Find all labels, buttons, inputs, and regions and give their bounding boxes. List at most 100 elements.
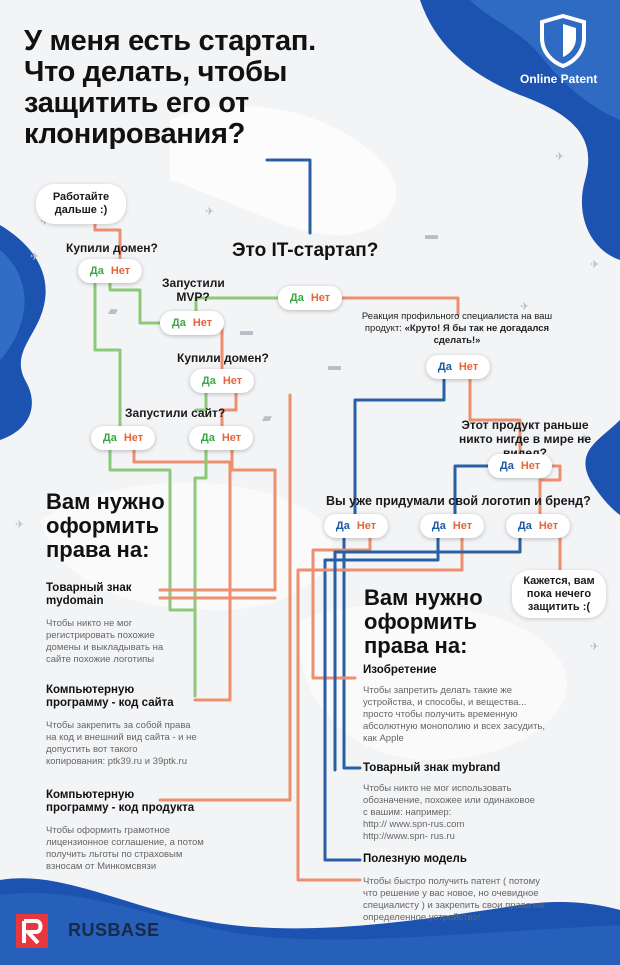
connector-p3-yes (333, 535, 522, 772)
launched-site-no[interactable]: Нет (123, 432, 144, 444)
connector-neverseen-no (534, 464, 562, 519)
bought-domain-question: Купили домен? (66, 241, 158, 255)
reaction-yes[interactable]: Да (437, 361, 452, 373)
item-desc-line: устройства, и способы, и вещества... (363, 697, 527, 708)
right-rights-item-invention: Изобретение Чтобы запретить делать такие… (363, 664, 578, 745)
rusbase-logo-icon (16, 914, 48, 948)
connector-reaction-no (468, 377, 522, 457)
start-question: Это IT-стартап? (232, 240, 379, 261)
launched-site-pill-2: Да Нет (189, 426, 253, 450)
bought-domain-2-no[interactable]: Нет (222, 375, 243, 387)
tank-icon: ▬ (328, 358, 341, 373)
launched-site-no-2[interactable]: Нет (221, 432, 242, 444)
right-rights-title: Вам нужно оформить права на: (364, 586, 483, 658)
connector-site2-no (158, 448, 277, 592)
plane-icon: ✈ (555, 151, 565, 163)
logo-brand-pill-3: Да Нет (506, 514, 570, 538)
bought-domain-yes[interactable]: Да (89, 265, 104, 277)
plane-icon: ✈ (520, 301, 530, 313)
tank-icon: ▬ (425, 227, 438, 242)
reaction-pill: Да Нет (426, 355, 490, 379)
logo-brand-no-1[interactable]: Нет (356, 520, 377, 532)
start-yes[interactable]: Да (289, 292, 304, 304)
reaction-intro: Реакция профильного специалиста на ваш п… (361, 311, 553, 334)
item-desc-line: определенное устройство! (363, 912, 481, 923)
plane-icon: ✈ (40, 216, 50, 228)
never-seen-pill: Да Нет (488, 454, 552, 478)
item-desc: Чтобы закрепить за собой права на код и … (46, 720, 256, 768)
bought-domain-pill: Да Нет (78, 259, 142, 283)
item-desc: Чтобы оформить грамотное лицензионное со… (46, 825, 256, 873)
start-answer-pill: Да Нет (278, 286, 342, 310)
connector-domain1-yes (93, 280, 122, 428)
logo-brand-question: Вы уже придумали свой логотип и бренд? (326, 494, 591, 508)
item-title: Изобретение (363, 664, 578, 677)
title-line: У меня есть стартап. (24, 25, 316, 57)
plane-icon: ✈ (30, 251, 40, 263)
reaction-quote: «Круто! Я бы так не догадался сделать!» (404, 323, 550, 346)
connector-reaction-yes (353, 377, 446, 522)
item-desc-line: Чтобы оформить грамотное (46, 825, 171, 836)
item-title-line: программу - код продукта (46, 802, 195, 814)
right-rights-title-line: Вам нужно (364, 585, 483, 610)
connector-p1-no (311, 535, 372, 680)
blue-blob-bottom (0, 878, 620, 965)
item-title-line: программу - код сайта (46, 697, 174, 709)
item-desc-line: как Apple (363, 733, 404, 744)
item-desc-line: на код и внешний вид сайта - и не (46, 732, 197, 743)
logo-brand-yes-3[interactable]: Да (517, 520, 532, 532)
page-title: У меня есть стартап. Что делать, чтобы з… (24, 26, 444, 150)
item-desc-line: копирования: ptk39.ru и 39ptk.ru (46, 756, 188, 767)
right-rights-title-line: права на: (364, 633, 468, 658)
item-title-line: Компьютерную (46, 789, 135, 801)
connector-mvp-yes (108, 280, 172, 325)
logo-brand-pill-1: Да Нет (324, 514, 388, 538)
start-no[interactable]: Нет (310, 292, 331, 304)
item-desc-line: регистрировать похожие (46, 630, 155, 641)
right-rights-item-trademark: Товарный знак mybrand Чтобы никто не мог… (363, 762, 578, 843)
never-seen-no[interactable]: Нет (520, 460, 541, 472)
missile-launcher-icon: ▰ (262, 410, 272, 425)
left-rights-title-line: права на: (46, 537, 150, 562)
item-desc-line: абсолютную монополию и всех засудить, (363, 721, 546, 732)
item-desc-line: сайте похожие логотипы (46, 654, 155, 665)
logo-brand-no-3[interactable]: Нет (538, 520, 559, 532)
title-line: клонирования? (24, 118, 246, 150)
brand-name: Online Patent (520, 72, 598, 86)
item-title: Полезную модель (363, 853, 578, 866)
reaction-text: Реакция профильного специалиста на ваш п… (352, 311, 562, 347)
bought-domain-no[interactable]: Нет (110, 265, 131, 277)
reaction-no[interactable]: Нет (458, 361, 479, 373)
logo-brand-yes-1[interactable]: Да (335, 520, 350, 532)
nothing-to-protect-bubble: Кажется, вам пока нечего защитить :( (512, 570, 606, 618)
item-desc-line: взносам от Минкомсвязи (46, 861, 157, 872)
connector-site1-no (132, 448, 232, 702)
right-rights-item-utility-model: Полезную модель Чтобы быстро получить па… (363, 853, 578, 924)
logo-brand-yes-2[interactable]: Да (431, 520, 446, 532)
item-desc-line: Чтобы быстро получить патент ( потому (363, 876, 540, 887)
launched-site-yes[interactable]: Да (102, 432, 117, 444)
item-desc-line: Чтобы запретить делать такие же (363, 685, 513, 696)
launched-site-pill-1: Да Нет (91, 426, 155, 450)
keep-working-bubble: Работайте дальше :) (36, 184, 126, 224)
bought-domain-2-question: Купили домен? (177, 351, 269, 365)
bought-domain-2-yes[interactable]: Да (201, 375, 216, 387)
item-desc-line: с вашим: например: (363, 807, 452, 818)
logo-brand-no-2[interactable]: Нет (452, 520, 473, 532)
item-desc-line: http:// www.spn-rus.com (363, 819, 465, 830)
connector-site2-yes (193, 448, 208, 698)
blue-blob-left-light (0, 250, 25, 360)
launched-site-question: Запустили сайт? (125, 406, 226, 420)
left-rights-title-line: Вам нужно (46, 489, 165, 514)
launched-mvp-yes[interactable]: Да (171, 317, 186, 329)
shield-icon (540, 14, 586, 68)
item-desc-line: http://www.spn- rus.ru (363, 831, 455, 842)
blue-blob-right-mid (585, 420, 620, 515)
item-desc: Чтобы запретить делать такие же устройст… (363, 685, 578, 745)
bought-domain-2-pill: Да Нет (190, 369, 254, 393)
launched-site-yes-2[interactable]: Да (200, 432, 215, 444)
item-title-line: mydomain (46, 595, 104, 607)
launched-mvp-no[interactable]: Нет (192, 317, 213, 329)
never-seen-yes[interactable]: Да (499, 460, 514, 472)
